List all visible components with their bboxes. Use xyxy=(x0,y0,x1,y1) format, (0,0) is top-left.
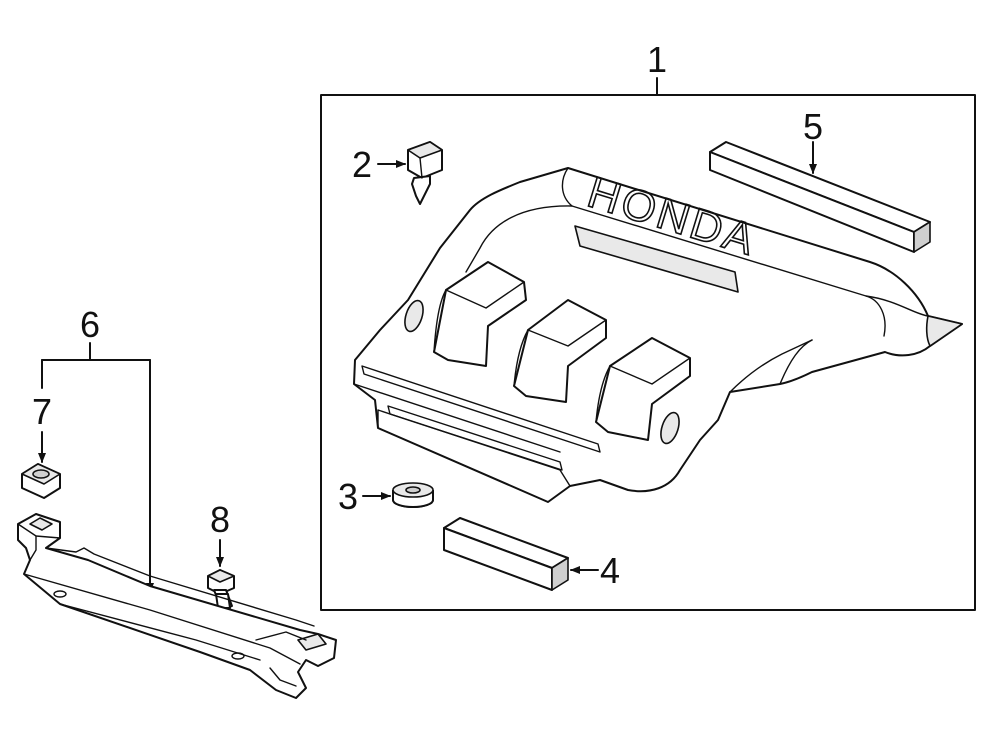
grommet-part[interactable] xyxy=(392,482,434,508)
callout-3[interactable]: 3 xyxy=(338,476,358,517)
callout-2[interactable]: 2 xyxy=(352,144,372,185)
callout-8[interactable]: 8 xyxy=(210,499,230,540)
callout-4[interactable]: 4 xyxy=(600,550,620,591)
callout-1[interactable]: 1 xyxy=(647,39,667,80)
pad-part-top[interactable] xyxy=(709,141,931,253)
callout-7[interactable]: 7 xyxy=(32,391,52,432)
assembly-box xyxy=(320,94,976,611)
clip-part[interactable] xyxy=(407,141,443,205)
mount-part[interactable] xyxy=(21,463,61,499)
callout-5[interactable]: 5 xyxy=(803,106,823,147)
pad-part-bottom[interactable] xyxy=(443,517,569,591)
callout-6[interactable]: 6 xyxy=(80,304,100,345)
engine-cover[interactable]: HONDA xyxy=(353,167,963,503)
bracket-part[interactable] xyxy=(17,513,337,699)
